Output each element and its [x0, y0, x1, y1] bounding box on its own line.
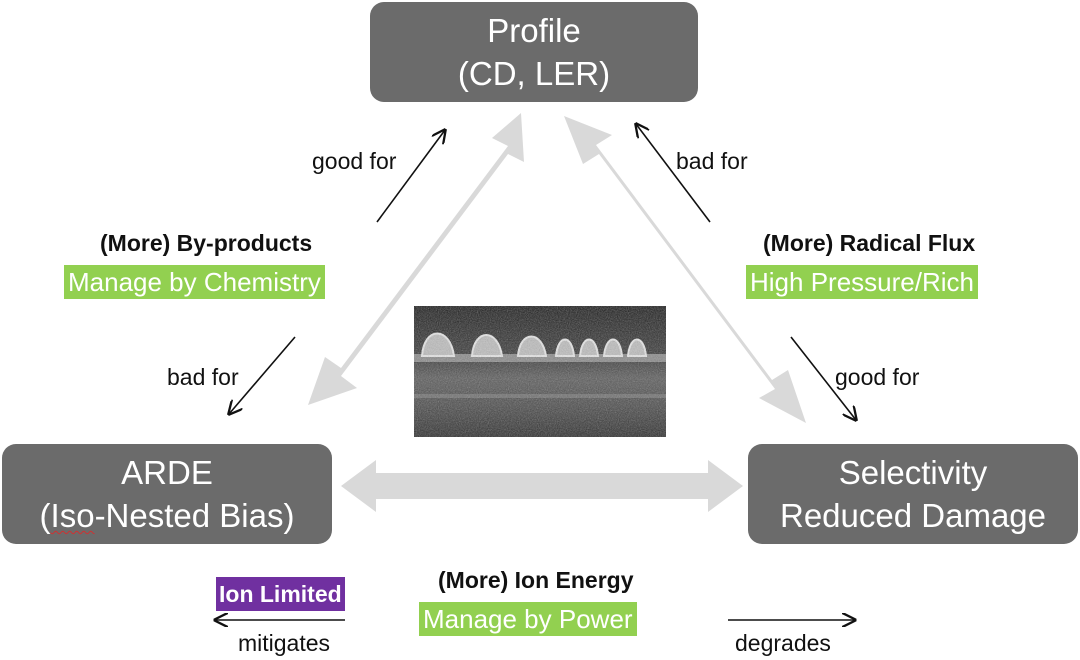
left-good-for-label: good for [312, 148, 397, 174]
arrow-radical-good-for [790, 336, 856, 420]
arrow-byproducts-bad-for [229, 336, 296, 414]
arde-node: ARDE (Iso-Nested Bias) [2, 444, 332, 544]
ion-energy-tag: Manage by Power [419, 602, 637, 636]
right-good-for-label: good for [835, 364, 920, 390]
selectivity-subtitle: Reduced Damage [780, 497, 1046, 534]
profile-node: Profile (CD, LER) [370, 2, 698, 102]
degrades-label: degrades [735, 630, 831, 656]
byproducts-title: (More) By-products [100, 230, 313, 256]
arde-title: ARDE [121, 454, 213, 491]
right-bad-for-label: bad for [676, 148, 748, 174]
big-arrow-profile-arde [308, 113, 524, 405]
byproducts-tag: Manage by Chemistry [64, 265, 325, 299]
ion-energy-title: (More) Ion Energy [438, 567, 634, 593]
selectivity-title: Selectivity [838, 454, 988, 491]
arrow-byproducts-good-for [376, 130, 445, 223]
radical-flux-tag: High Pressure/Rich [746, 265, 978, 299]
profile-subtitle: (CD, LER) [457, 55, 611, 92]
selectivity-node: Selectivity Reduced Damage [748, 444, 1078, 544]
big-arrow-arde-selectivity [341, 460, 743, 512]
ion-limited-tag: Ion Limited [216, 577, 345, 611]
left-bad-for-label: bad for [167, 364, 239, 390]
arde-subtitle: (Iso-Nested Bias) [39, 497, 295, 534]
radical-flux-title: (More) Radical Flux [763, 230, 976, 256]
arrow-radical-bad-for [636, 124, 711, 223]
sem-cross-section-image [414, 306, 666, 437]
profile-title: Profile [487, 12, 581, 49]
big-arrow-profile-selectivity [564, 116, 806, 423]
mitigates-label: mitigates [238, 630, 331, 656]
